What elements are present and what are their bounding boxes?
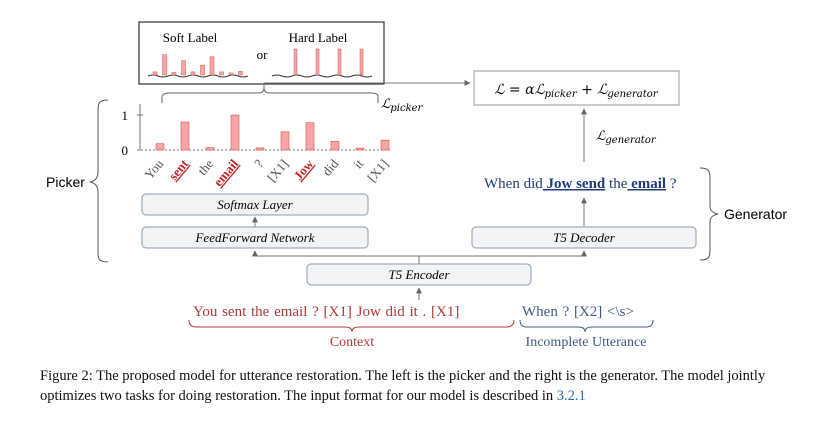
token-label: it xyxy=(350,156,366,171)
encoder-to-decoder-arrow xyxy=(419,250,587,257)
soft-label-bar xyxy=(200,64,205,76)
section-reference-link[interactable]: 3.2.1 xyxy=(556,388,586,404)
output-word: Jow xyxy=(543,176,573,192)
soft-label-bar xyxy=(209,56,215,76)
picker-bar xyxy=(355,147,365,151)
picker-bar xyxy=(180,121,190,151)
output-word: email xyxy=(627,176,666,192)
soft-label-title: Soft Label xyxy=(163,30,218,45)
hard-label-bar xyxy=(337,48,342,76)
softmax-layer-label: Softmax Layer xyxy=(217,197,293,212)
utterance-label: Incomplete Utterance xyxy=(526,335,647,350)
token-label: did xyxy=(319,156,341,179)
feedforward-box xyxy=(141,226,369,249)
picker-label: Picker xyxy=(46,174,85,190)
generator-loss-label: ℒgenerator xyxy=(596,129,657,146)
hard-label-baseline xyxy=(271,74,373,78)
output-word: When xyxy=(484,176,520,192)
bars-brace xyxy=(161,87,379,103)
figure-caption: Figure 2: The proposed model for utteran… xyxy=(40,366,800,406)
t5-encoder-label: T5 Encoder xyxy=(388,267,450,282)
picker-bar xyxy=(205,147,215,151)
token-label: You xyxy=(141,156,166,182)
output-word: the xyxy=(605,176,627,192)
token-label: email xyxy=(210,156,241,189)
soft-label-bar xyxy=(181,60,186,76)
picker-bar xyxy=(255,147,265,151)
or-text: or xyxy=(257,47,269,62)
picker-bar xyxy=(280,131,290,151)
hard-label-bar xyxy=(293,48,298,76)
hard-label-title: Hard Label xyxy=(289,30,348,45)
soft-label-bar xyxy=(171,72,177,76)
token-label: ? xyxy=(251,156,266,170)
output-word: send xyxy=(572,176,606,192)
generator-brace xyxy=(699,167,719,261)
total-loss-box xyxy=(473,70,680,106)
token-label: sent xyxy=(165,156,191,183)
picker-bar xyxy=(155,143,165,151)
hard-label-bar xyxy=(359,48,364,76)
picker-bar xyxy=(330,140,340,151)
soft-label-bar xyxy=(228,72,234,76)
encoder-to-ffn-arrow xyxy=(252,250,420,264)
picker-brace xyxy=(89,99,109,263)
output-word: ? xyxy=(666,176,677,192)
utterance-input: When ? [X2] <\s> xyxy=(522,304,634,320)
token-label: Jow xyxy=(290,156,316,183)
soft-label-bar xyxy=(219,71,224,76)
token-label: [X1] xyxy=(364,156,391,184)
context-brace xyxy=(188,319,515,333)
utterance-brace xyxy=(519,319,654,333)
generator-label: Generator xyxy=(724,206,787,222)
output-word: did xyxy=(520,176,543,192)
picker-loss-label: ℒpicker xyxy=(381,97,424,114)
generated-utterance: When did Jow send the email ? xyxy=(484,176,677,192)
t5-decoder-box xyxy=(471,226,697,249)
soft-label-bar xyxy=(162,54,167,76)
picker-bar xyxy=(230,114,240,151)
picker-bar xyxy=(380,139,390,151)
context-label: Context xyxy=(330,335,374,350)
feedforward-label: FeedForward Network xyxy=(194,230,314,245)
label-legend-box xyxy=(138,21,385,85)
token-label: [X1] xyxy=(264,156,291,184)
context-input: You sent the email ? [X1] Jow did it . [… xyxy=(193,304,459,320)
caption-text: Figure 2: The proposed model for utteran… xyxy=(40,368,766,404)
softmax-layer-box xyxy=(141,193,369,216)
soft-label-bar xyxy=(190,71,196,76)
y-tick-1: 1 xyxy=(122,108,129,123)
picker-bar xyxy=(305,122,315,151)
hard-label-bar xyxy=(315,48,320,76)
total-loss-formula: ℒ = αℒpicker + ℒgenerator xyxy=(494,82,658,100)
soft-label-bar xyxy=(238,71,243,76)
soft-label-bar xyxy=(152,71,158,76)
t5-decoder-label: T5 Decoder xyxy=(553,230,616,245)
y-tick-0: 0 xyxy=(122,143,129,158)
